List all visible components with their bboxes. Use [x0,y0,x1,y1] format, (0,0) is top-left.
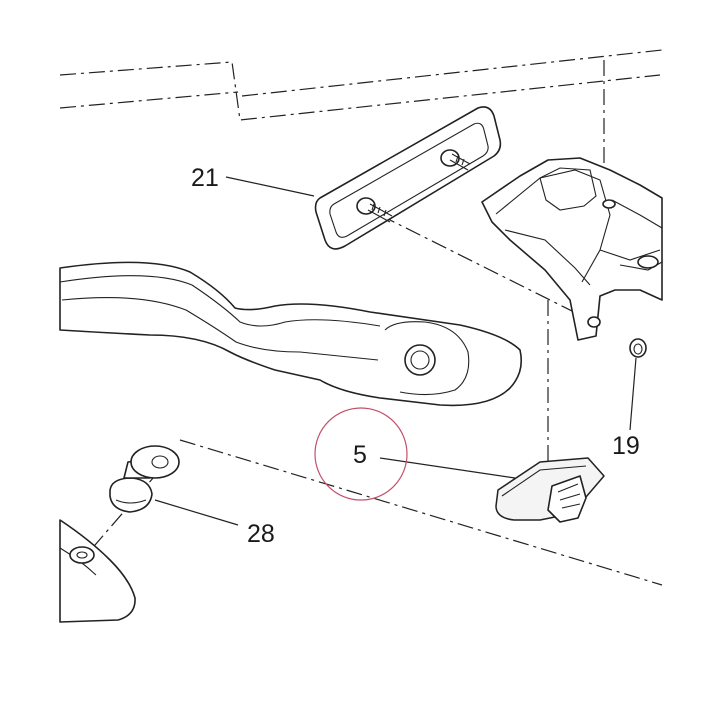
part-5-clip [495,457,605,523]
stud-right [440,149,471,171]
reference-outline [59,49,663,121]
base-plate [59,519,136,623]
highlight-circle [314,407,408,501]
callout-19: 19 [612,432,640,460]
part-19-washer [629,338,647,358]
bracket-assembly [481,157,663,341]
stud-left [356,197,393,223]
callout-21: 21 [191,164,219,192]
lever-arm [59,261,523,407]
callout-5: 5 [353,441,367,469]
part-28-spool-fastener [109,445,180,513]
callout-28: 28 [247,520,275,548]
part-21-pad [314,106,502,250]
leader-lines [154,176,637,526]
